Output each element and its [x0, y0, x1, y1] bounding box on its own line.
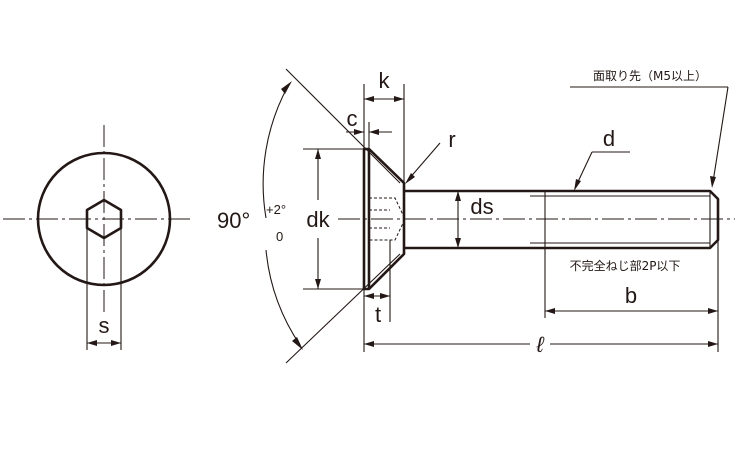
- dk-arrow-upper: [315, 149, 321, 159]
- b-label: b: [625, 283, 637, 308]
- r-arrow: [405, 173, 415, 184]
- dk-label: dk: [306, 207, 330, 232]
- angle-tol-lower: 0: [276, 229, 283, 244]
- l-arrow-left: [364, 341, 374, 347]
- t-label: t: [375, 302, 381, 327]
- angle-extension-lower: [285, 253, 401, 364]
- screw-shank-outline: [404, 189, 720, 250]
- d-arrow: [574, 179, 581, 191]
- l-arrow-right: [708, 341, 718, 347]
- chamfer-note-leader: [712, 86, 729, 183]
- d-label: d: [603, 126, 615, 151]
- side-view: k c r d 面取り先（M5以上） dk 90° +2° 0: [217, 68, 735, 364]
- ds-arrow-upper: [455, 191, 461, 201]
- dk-arrow-lower: [315, 279, 321, 289]
- incomplete-thread-note: 不完全ねじ部2P以下: [570, 258, 681, 273]
- head-circle: [36, 151, 172, 287]
- s-arrow-right: [111, 340, 121, 346]
- angle-arrow-lower: [292, 337, 303, 350]
- angle-extension-upper: [285, 68, 401, 184]
- t-arrow-left: [364, 293, 374, 299]
- l-label: ℓ: [535, 332, 544, 357]
- b-arrow-right: [708, 308, 718, 314]
- chamfer-note: 面取り先（M5以上）: [593, 69, 707, 83]
- s-label: s: [99, 313, 110, 338]
- c-arrow-left: [354, 129, 364, 135]
- ds-arrow-lower: [455, 238, 461, 248]
- l-label-backdrop: [530, 336, 550, 352]
- angle-arrow-upper: [281, 81, 292, 94]
- hidden-socket: [369, 197, 406, 241]
- ds-label: ds: [470, 194, 493, 219]
- k-arrow-right: [394, 96, 404, 102]
- chamfer-note-arrow: [710, 176, 716, 188]
- angle-tol-upper: +2°: [266, 202, 286, 217]
- angle-arc-lower: [265, 249, 301, 346]
- k-label: k: [379, 68, 391, 93]
- s-arrow-left: [87, 340, 97, 346]
- c-arrow-right: [369, 129, 379, 135]
- c-label: c: [347, 106, 358, 131]
- b-arrow-left: [545, 308, 555, 314]
- angle-arc-upper: [262, 85, 289, 219]
- hex-socket: [85, 198, 123, 240]
- r-label: r: [448, 127, 455, 152]
- t-arrow-right: [380, 293, 390, 299]
- angle-base-label: 90°: [217, 208, 250, 233]
- r-leader: [407, 142, 441, 181]
- end-view: s: [3, 125, 190, 350]
- k-arrow-left: [364, 96, 374, 102]
